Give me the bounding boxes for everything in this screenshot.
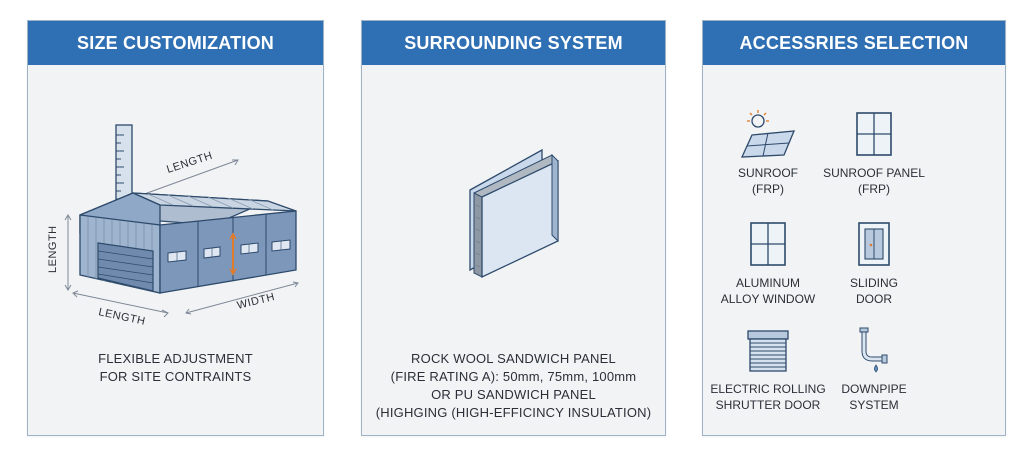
sandwich-panel-illustration <box>469 148 559 279</box>
accessory-sliding-door: SLIDING DOOR <box>809 219 939 307</box>
size-customization-panel: SIZE CUSTOMIZATION LENGTH LENGTH <box>27 20 324 436</box>
accessory-window: ALUMINUM ALLOY WINDOW <box>703 219 833 307</box>
accessory-label: SLIDING DOOR <box>849 276 898 306</box>
panel-title: SIZE CUSTOMIZATION <box>28 21 323 65</box>
panel-title: ACCESSRIES SELECTION <box>703 21 1005 65</box>
downpipe-icon <box>859 327 888 373</box>
length-bottom-label: LENGTH <box>97 306 146 325</box>
caption-line: ROCK WOOL SANDWICH PANEL <box>411 351 616 366</box>
length-side-label: LENGTH <box>47 225 59 273</box>
panel-body: LENGTH LENGTH <box>28 65 323 435</box>
width-dimension: WIDTH <box>185 281 299 315</box>
caption-line: FOR SITE CONTRAINTS <box>99 369 252 384</box>
length-top-label: LENGTH <box>165 150 214 176</box>
caption-line: (HIGHGING (HIGH-EFFICINCY INSULATION) <box>375 405 652 420</box>
accessory-label: SUNROOF (FRP) <box>738 166 798 196</box>
size-caption: FLEXIBLE ADJUSTMENT FOR SITE CONTRAINTS <box>28 350 323 386</box>
accessory-downpipe: DOWNPIPE SYSTEM <box>809 325 939 413</box>
length-side-dimension: LENGTH <box>47 214 72 291</box>
panel-title: SURROUNDING SYSTEM <box>362 21 665 65</box>
warehouse-building <box>79 192 297 294</box>
panel-body: SUNROOF (FRP) SUNROOF PANEL (FRP) <box>703 65 1005 435</box>
height-marker <box>229 232 237 276</box>
caption-line: (FIRE RATING A): 50mm, 75mm, 100mm <box>390 369 637 384</box>
panel-body: ROCK WOOL SANDWICH PANEL (FIRE RATING A)… <box>362 65 665 435</box>
accessory-label: DOWNPIPE SYSTEM <box>841 382 907 412</box>
sunroof-panel-icon <box>856 112 892 156</box>
accessories-selection-panel: ACCESSRIES SELECTION SUNROOF (FRP) <box>702 20 1006 436</box>
length-bottom-dimension: LENGTH <box>72 290 169 325</box>
warehouse-illustration: LENGTH LENGTH <box>47 124 299 325</box>
window-icon <box>750 222 786 266</box>
caption-line: OR PU SANDWICH PANEL <box>431 387 596 402</box>
rolling-shutter-icon <box>747 330 789 372</box>
accessory-label: ALUMINUM ALLOY WINDOW <box>720 276 816 306</box>
accessory-rolling-shutter: ELECTRIC ROLLING SHRUTTER DOOR <box>703 325 833 413</box>
caption-line: FLEXIBLE ADJUSTMENT <box>98 351 253 366</box>
sliding-door-icon <box>858 222 890 266</box>
surrounding-caption: ROCK WOOL SANDWICH PANEL (FIRE RATING A)… <box>362 350 665 422</box>
sunroof-icon <box>740 110 796 158</box>
surrounding-system-panel: SURROUNDING SYSTEM ROCK WOOL SANDWICH P <box>361 20 666 436</box>
accessory-sunroof: SUNROOF (FRP) <box>703 109 833 197</box>
sandwich-panel-icon <box>469 148 559 279</box>
accessory-label: ELECTRIC ROLLING SHRUTTER DOOR <box>710 382 826 412</box>
accessory-sunroof-panel: SUNROOF PANEL (FRP) <box>809 109 939 197</box>
accessory-label: SUNROOF PANEL (FRP) <box>823 166 925 196</box>
